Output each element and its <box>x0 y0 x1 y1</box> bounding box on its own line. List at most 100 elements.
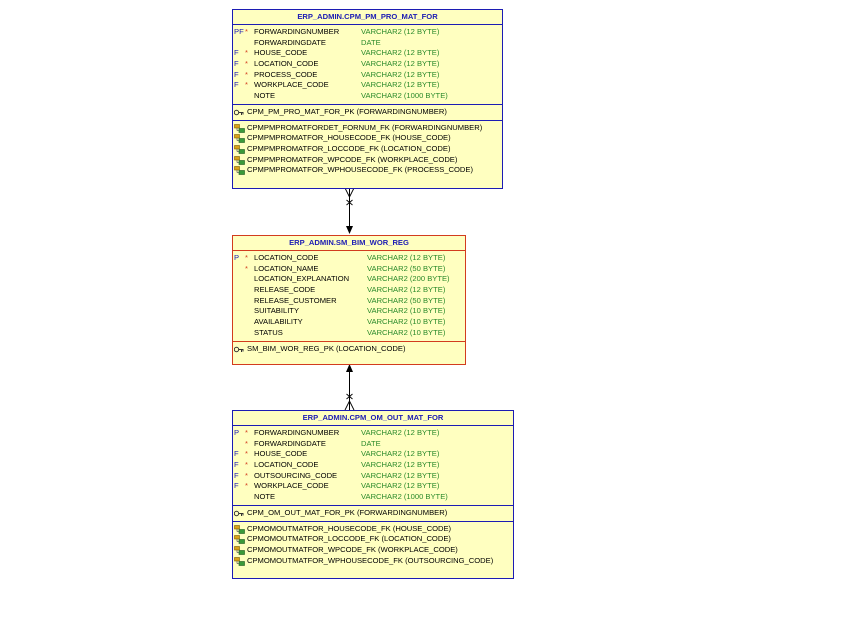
column-type: VARCHAR2 (12 BYTE) <box>361 460 440 470</box>
primary-key-row[interactable]: CPM_PM_PRO_MAT_FOR_PK (FORWARDINGNUMBER) <box>233 107 502 118</box>
foreign-key-label: CPMPMPROMATFOR_WPHOUSECODE_FK (PROCESS_C… <box>247 165 474 175</box>
foreign-key-icon <box>234 546 245 555</box>
column-required-marker: * <box>245 59 248 69</box>
column-name: LOCATION_CODE <box>254 460 319 470</box>
column-name: PROCESS_CODE <box>254 69 318 79</box>
foreign-key-row[interactable]: CPMPMPROMATFOR_WPHOUSECODE_FK (PROCESS_C… <box>233 165 502 176</box>
primary-key-label: CPM_OM_OUT_MAT_FOR_PK (FORWARDINGNUMBER) <box>247 507 448 517</box>
primary-key-label: CPM_PM_PRO_MAT_FOR_PK (FORWARDINGNUMBER) <box>247 106 447 116</box>
foreign-key-row[interactable]: CPMOMOUTMATFOR_LOCCODE_FK (LOCATION_CODE… <box>233 534 513 545</box>
entity-title: ERP_ADMIN.CPM_OM_OUT_MAT_FOR <box>233 411 513 426</box>
column-row[interactable]: SUITABILITY VARCHAR2 (10 BYTE) <box>233 306 465 317</box>
column-name: OUTSOURCING_CODE <box>254 470 338 480</box>
foreign-key-row[interactable]: CPMPMPROMATFOR_LOCCODE_FK (LOCATION_CODE… <box>233 144 502 155</box>
column-type: VARCHAR2 (12 BYTE) <box>361 48 440 58</box>
column-type: VARCHAR2 (12 BYTE) <box>361 59 440 69</box>
foreign-key-row[interactable]: CPMPMPROMATFOR_WPCODE_FK (WORKPLACE_CODE… <box>233 155 502 166</box>
primary-key-label: SM_BIM_WOR_REG_PK (LOCATION_CODE) <box>247 343 406 353</box>
column-type: VARCHAR2 (10 BYTE) <box>367 306 446 316</box>
foreign-key-row[interactable]: CPMOMOUTMATFOR_WPHOUSECODE_FK (OUTSOURCI… <box>233 556 513 567</box>
column-name: FORWARDINGNUMBER <box>254 428 340 437</box>
column-type: VARCHAR2 (12 BYTE) <box>361 27 440 36</box>
entity-cpm-pm-pro-mat-for[interactable]: ERP_ADMIN.CPM_PM_PRO_MAT_FOR PF*FORWARDI… <box>232 9 503 189</box>
column-name: AVAILABILITY <box>254 317 303 327</box>
column-required-marker: * <box>245 470 248 480</box>
column-type: DATE <box>361 37 381 47</box>
entity-cpm-om-out-mat-for[interactable]: ERP_ADMIN.CPM_OM_OUT_MAT_FOR P*FORWARDIN… <box>232 410 514 579</box>
primary-key-row[interactable]: CPM_OM_OUT_MAT_FOR_PK (FORWARDINGNUMBER) <box>233 508 513 519</box>
foreign-key-icon <box>234 123 245 133</box>
column-type: VARCHAR2 (1000 BYTE) <box>361 492 448 502</box>
foreign-key-section: CPMOMOUTMATFOR_HOUSECODE_FK (HOUSE_CODE)… <box>233 522 513 569</box>
foreign-key-icon <box>234 145 245 154</box>
column-required-marker: * <box>245 428 248 437</box>
foreign-key-row[interactable]: CPMOMOUTMATFOR_HOUSECODE_FK (HOUSE_CODE) <box>233 524 513 535</box>
foreign-key-section: CPMPMPROMATFORDET_FORNUM_FK (FORWARDINGN… <box>233 121 502 178</box>
column-type: VARCHAR2 (12 BYTE) <box>361 470 440 480</box>
primary-key-row[interactable]: SM_BIM_WOR_REG_PK (LOCATION_CODE) <box>233 344 465 355</box>
primary-key-section: SM_BIM_WOR_REG_PK (LOCATION_CODE) <box>233 342 465 357</box>
column-required-marker: * <box>245 27 248 36</box>
foreign-key-icon <box>234 155 245 165</box>
column-type: VARCHAR2 (10 BYTE) <box>367 317 446 327</box>
key-icon <box>234 510 244 517</box>
column-name: NOTE <box>254 492 276 502</box>
column-name: LOCATION_CODE <box>254 253 319 262</box>
column-required-marker: * <box>245 48 248 58</box>
column-key-flag: P <box>234 428 240 437</box>
column-type: VARCHAR2 (12 BYTE) <box>361 69 440 79</box>
column-required-marker: * <box>245 438 248 448</box>
column-name: LOCATION_CODE <box>254 59 319 69</box>
column-type: VARCHAR2 (12 BYTE) <box>361 449 440 459</box>
entity-sm-bim-wor-reg[interactable]: ERP_ADMIN.SM_BIM_WOR_REG P*LOCATION_CODE… <box>232 235 466 365</box>
column-required-marker: * <box>245 80 248 90</box>
column-key-flag: F <box>234 48 239 58</box>
primary-key-section: CPM_PM_PRO_MAT_FOR_PK (FORWARDINGNUMBER) <box>233 105 502 121</box>
primary-key-section: CPM_OM_OUT_MAT_FOR_PK (FORWARDINGNUMBER) <box>233 506 513 522</box>
column-row[interactable]: AVAILABILITY VARCHAR2 (10 BYTE) <box>233 317 465 328</box>
column-name: HOUSE_CODE <box>254 449 308 459</box>
column-key-flag: F <box>234 460 239 470</box>
foreign-key-row[interactable]: CPMPMPROMATFOR_HOUSECODE_FK (HOUSE_CODE) <box>233 133 502 144</box>
column-key-flag: F <box>234 69 239 79</box>
foreign-key-label: CPMPMPROMATFOR_HOUSECODE_FK (HOUSE_CODE) <box>247 133 451 143</box>
column-type: VARCHAR2 (12 BYTE) <box>361 80 440 90</box>
foreign-key-row[interactable]: CPMPMPROMATFORDET_FORNUM_FK (FORWARDINGN… <box>233 123 502 134</box>
foreign-key-row[interactable]: CPMOMOUTMATFOR_WPCODE_FK (WORKPLACE_CODE… <box>233 545 513 556</box>
relationship-pm-pro-to-sm-bim[interactable] <box>344 187 355 234</box>
foreign-key-icon <box>234 556 245 566</box>
column-row[interactable]: NOTE VARCHAR2 (1000 BYTE) <box>233 492 513 503</box>
foreign-key-label: CPMPMPROMATFOR_LOCCODE_FK (LOCATION_CODE… <box>247 143 451 153</box>
column-key-flag: F <box>234 481 239 491</box>
column-name: NOTE <box>254 91 276 101</box>
column-type: VARCHAR2 (200 BYTE) <box>367 274 450 284</box>
column-required-marker: * <box>245 253 248 262</box>
column-name: RELEASE_CUSTOMER <box>254 295 337 305</box>
column-type: VARCHAR2 (12 BYTE) <box>367 253 446 262</box>
column-name: SUITABILITY <box>254 306 300 316</box>
column-name: STATUS <box>254 327 283 337</box>
relationship-om-out-to-sm-bim[interactable] <box>344 364 355 411</box>
